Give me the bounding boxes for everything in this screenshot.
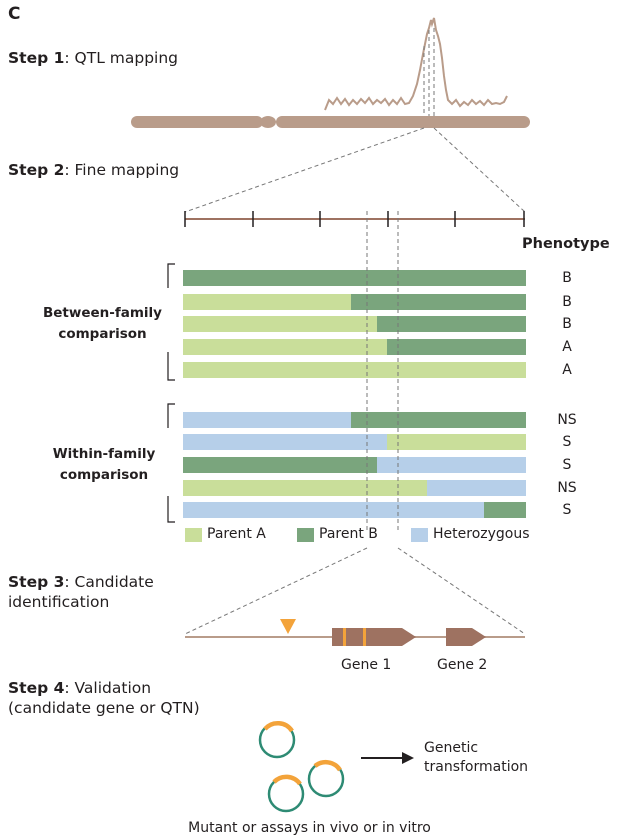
zoom-lines-1 <box>184 127 526 213</box>
plasmid-icons <box>258 721 345 813</box>
peak-dashed-lines <box>423 28 435 116</box>
gene-1-label: Gene 1 <box>341 657 392 673</box>
gene-1-arrow <box>332 628 416 646</box>
phenotype-value: S <box>562 457 572 473</box>
phenotype-header: Phenotype <box>522 236 610 252</box>
phenotype-value: A <box>562 339 572 355</box>
brackets <box>167 263 175 523</box>
chromosome <box>131 116 530 128</box>
variant-marker-icon <box>280 619 296 634</box>
legend-swatch-heterozygous <box>411 528 428 542</box>
zoom-lines-2 <box>184 547 526 635</box>
legend-label-heterozygous: Heterozygous <box>433 526 530 542</box>
phenotype-value: NS <box>557 480 577 496</box>
phenotype-value: S <box>562 502 572 518</box>
panel-label: C <box>8 4 21 24</box>
step-1-label: Step 1: QTL mapping <box>8 49 178 67</box>
gene-2-arrow <box>446 628 486 646</box>
step-2-label: Step 2: Fine mapping <box>8 161 180 179</box>
between-family-bars <box>183 270 526 378</box>
legend-label-parent-a: Parent A <box>207 526 266 542</box>
within-family-bars <box>183 412 526 518</box>
qtl-peak-curve <box>324 17 508 111</box>
transformation-arrow-icon <box>361 752 414 764</box>
gene-2-label: Gene 2 <box>437 657 488 673</box>
legend-swatch-parent-a <box>185 528 202 542</box>
phenotype-value: B <box>562 294 572 310</box>
phenotype-value: B <box>562 270 572 286</box>
phenotype-value: B <box>562 316 572 332</box>
gene-1-marker-b <box>363 628 366 646</box>
step-4-label: Step 4: Validation(candidate gene or QTN… <box>8 679 200 717</box>
legend-label-parent-b: Parent B <box>319 526 378 542</box>
phenotype-value: A <box>562 362 572 378</box>
ruler-ticks <box>184 211 525 227</box>
legend-swatch-parent-b <box>297 528 314 542</box>
phenotype-value: NS <box>557 412 577 428</box>
gene-1-marker-a <box>343 628 346 646</box>
bottom-caption: Mutant or assays in vivo or in vitro <box>188 820 431 836</box>
phenotype-value: S <box>562 434 572 450</box>
